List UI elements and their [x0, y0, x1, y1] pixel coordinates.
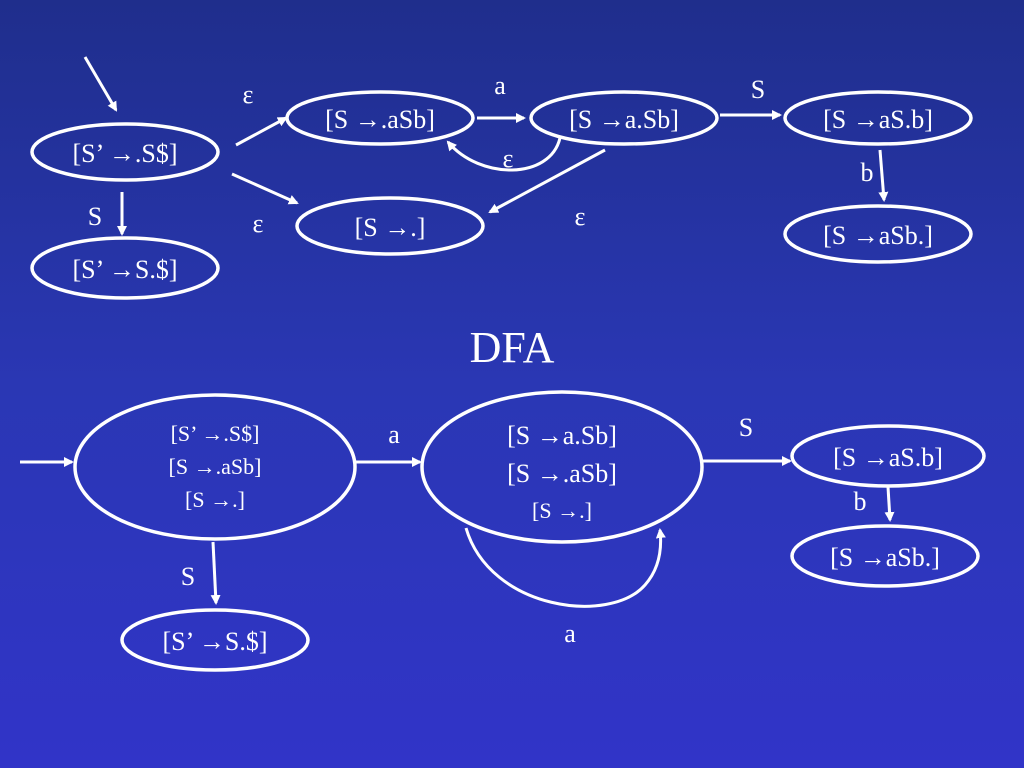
nfa-edge-s2-s3-label: a: [494, 71, 506, 100]
nfa-edge-s3-s5: [488, 148, 606, 214]
dfa-state-d4-label: [S →aSb.]: [830, 543, 940, 572]
dfa-edge-d2-loop: [464, 527, 666, 608]
nfa-state-s1: [30, 236, 220, 300]
nfa-state-s3-label: [S →a.Sb]: [569, 105, 679, 134]
nfa: [S’ →.S$] [S’ →S.$] [S →.aSb] [S →a.Sb] …: [30, 56, 973, 300]
dfa-state-d1-label: [S’ →S.$]: [163, 627, 268, 656]
dfa-state-d0-line-1: [S’ →.S$]: [171, 421, 260, 446]
nfa-edge-s4-s6-label: b: [861, 158, 874, 187]
dfa-state-d0: [73, 393, 357, 541]
dfa-state-d3-label: [S →aS.b]: [833, 443, 943, 472]
nfa-state-s1-label: [S’ →S.$]: [73, 255, 178, 284]
nfa-state-s4-label: [S →aS.b]: [823, 105, 933, 134]
nfa-edge-s0-s2-label: ε: [243, 80, 254, 109]
dfa-edge-d2-d3-label: S: [739, 413, 753, 442]
dfa-edge-d3-d4: [884, 486, 895, 522]
dfa-state-d2-line-1: [S →a.Sb]: [507, 421, 617, 450]
dfa-edge-d0-d1: [210, 541, 221, 605]
dfa-state-d2-line-3: [S →.]: [532, 498, 592, 523]
nfa-edge-s3-s5-label: ε: [575, 202, 586, 231]
nfa-edge-s3-s2: [446, 137, 562, 172]
nfa-state-s3: [529, 90, 719, 146]
nfa-edge-s0-s2: [235, 116, 288, 147]
nfa-state-s5: [295, 196, 485, 256]
nfa-state-s6: [783, 204, 973, 264]
dfa-edge-d0-d1-label: S: [181, 562, 195, 591]
nfa-state-s0-label: [S’ →.S$]: [73, 139, 178, 168]
nfa-state-s5-label: [S →.]: [355, 213, 426, 242]
nfa-edge-s3-s4-label: S: [751, 75, 765, 104]
nfa-edge-s0-s5: [231, 172, 299, 205]
dfa-edge-d0-d2-label: a: [388, 420, 400, 449]
dfa-state-d2-line-2: [S →.aSb]: [507, 459, 617, 488]
dfa-state-d0-line-2: [S →.aSb]: [169, 454, 262, 479]
dfa-state-d3: [790, 424, 986, 488]
nfa-state-s0: [30, 122, 220, 182]
dfa-title: DFA: [470, 323, 555, 372]
dfa-state-d2: [420, 390, 704, 544]
dfa-state-d0-line-3: [S →.]: [185, 487, 245, 512]
dfa-state-d1: [120, 608, 310, 672]
dfa: [S’ →.S$] [S →.aSb] [S →.] [S’ →S.$] [S …: [20, 390, 986, 672]
dfa-edge-d3-d4-label: b: [854, 487, 867, 516]
dfa-state-d4: [790, 524, 980, 588]
nfa-edge-s3-s2-label: ε: [503, 144, 514, 173]
dfa-edge-d2-loop-label: a: [564, 619, 576, 648]
nfa-state-s2-label: [S →.aSb]: [325, 105, 435, 134]
nfa-edge-s0-s5-label: ε: [253, 209, 264, 238]
nfa-start-arrow: [83, 56, 118, 112]
nfa-edge-s4-s6: [878, 149, 889, 202]
nfa-state-s6-label: [S →aSb.]: [823, 221, 933, 250]
nfa-state-s4: [783, 90, 973, 146]
nfa-edge-s0-s1-label: S: [88, 202, 102, 231]
